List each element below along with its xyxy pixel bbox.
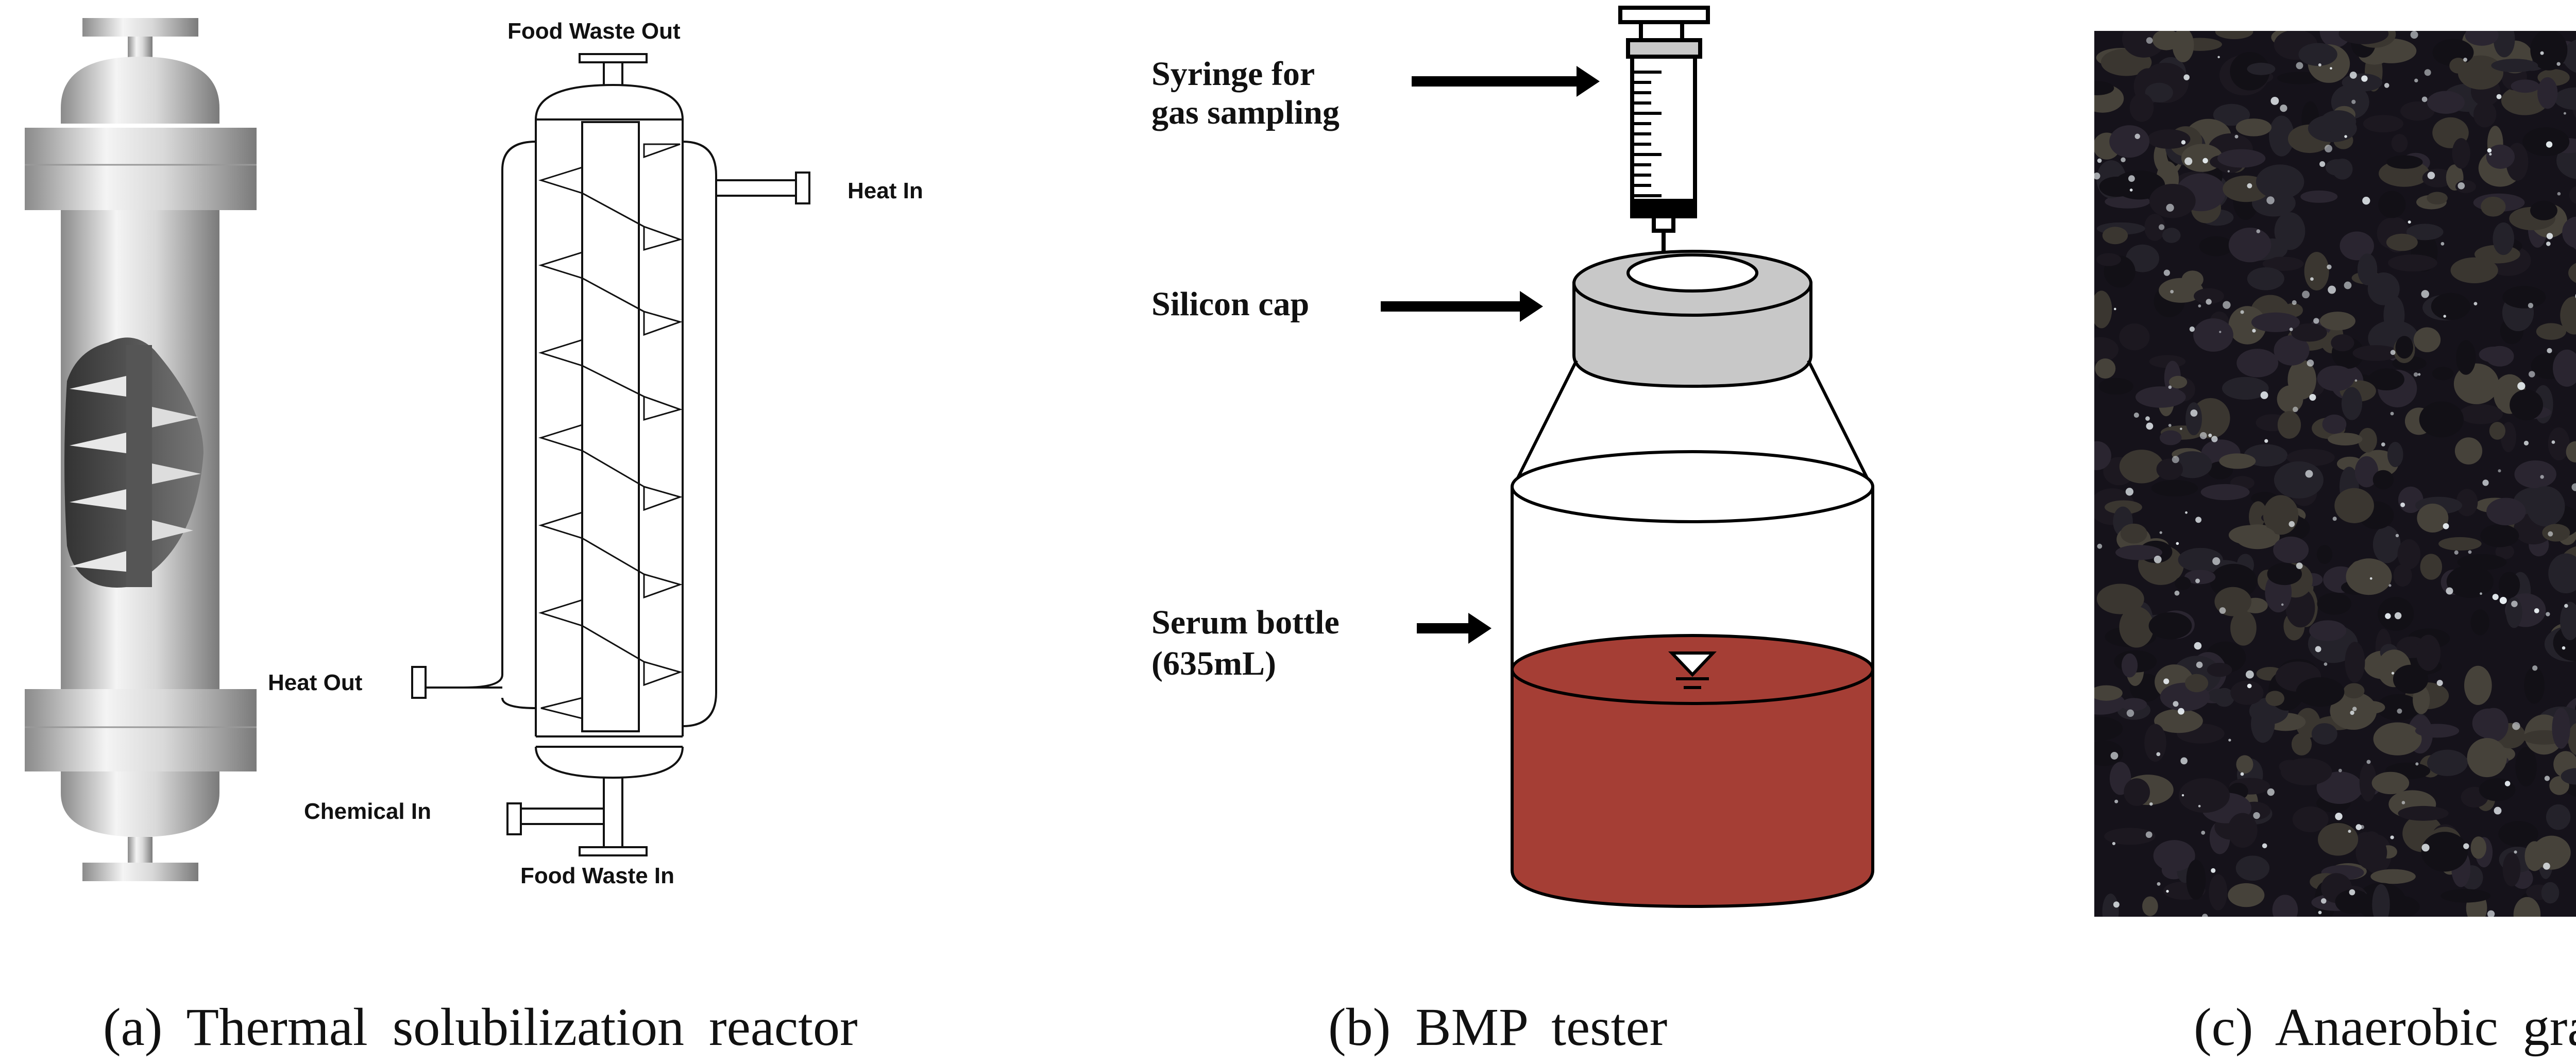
arrows xyxy=(1381,66,1600,644)
sludge-photo xyxy=(2094,31,2576,917)
caption-a: (a) Thermal solubilization reactor xyxy=(103,998,858,1057)
label-chemical-in: Chemical In xyxy=(304,799,431,824)
caption-c: (c) Anaerobic granular sludge xyxy=(2194,998,2576,1057)
reactor-schematic xyxy=(411,53,810,856)
label-serum-bottle: Serum bottle xyxy=(1151,604,1340,641)
syringe-icon xyxy=(1618,6,1710,273)
label-serum-volume: (635mL) xyxy=(1151,645,1276,682)
label-food-waste-out: Food Waste Out xyxy=(507,19,681,44)
arrow-syringe-icon xyxy=(1412,66,1600,97)
arrow-cap-icon xyxy=(1381,291,1543,322)
label-food-waste-in: Food Waste In xyxy=(520,863,674,888)
panel-thermal-reactor: Food Waste Out Heat In Heat Out Chemical… xyxy=(0,0,1005,1064)
sludge-texture xyxy=(2094,31,2576,917)
panel-granular-sludge: (c) Anaerobic granular sludge xyxy=(2035,0,2576,1064)
helical-screw xyxy=(538,143,683,719)
label-syringe-1: Syringe for xyxy=(1151,55,1315,93)
label-heat-in: Heat In xyxy=(848,178,923,203)
serum-bottle xyxy=(1511,359,1874,908)
caption-b: (b) BMP tester xyxy=(1328,998,1668,1057)
label-silicon-cap: Silicon cap xyxy=(1151,285,1309,323)
arrow-bottle-icon xyxy=(1417,613,1492,644)
panel-bmp-tester: Syringe for gas sampling Silicon cap Ser… xyxy=(1056,0,2009,1064)
label-heat-out: Heat Out xyxy=(268,670,363,695)
bmp-tester-diagram: Syringe for gas sampling Silicon cap Ser… xyxy=(1151,6,1874,908)
silicon-cap xyxy=(1572,250,1812,388)
thermal-reactor-diagram: Food Waste Out Heat In Heat Out Chemical… xyxy=(25,18,923,888)
label-syringe-2: gas sampling xyxy=(1151,94,1340,131)
reactor-3d-render xyxy=(25,18,257,881)
